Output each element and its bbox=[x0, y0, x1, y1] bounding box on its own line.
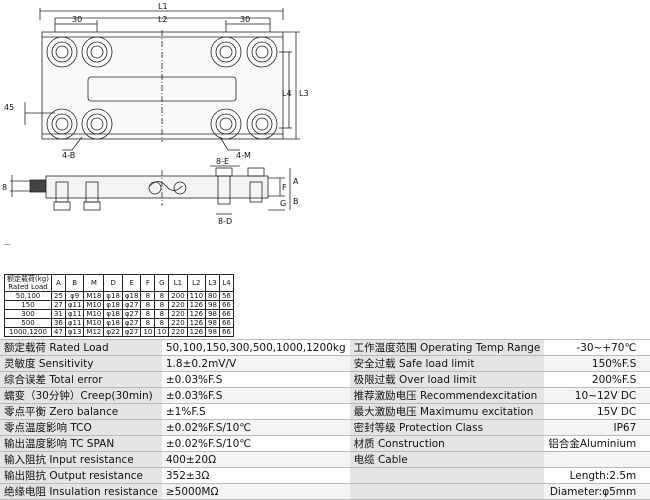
spec-name: 绝缘电阻 Insulation resistance bbox=[0, 483, 162, 500]
label-8-D: 8-D bbox=[218, 217, 232, 226]
spec-value: ±0.02%F.S/10℃ bbox=[161, 435, 350, 452]
dim-L1: L1 bbox=[158, 2, 168, 11]
col-header: B bbox=[64, 274, 85, 292]
label-8-E: 8-E bbox=[216, 157, 229, 166]
spec-value: IP67 bbox=[544, 419, 650, 436]
col-header: L1 bbox=[168, 274, 188, 292]
dim-30-left: 30 bbox=[72, 15, 82, 24]
dim-L3: L3 bbox=[299, 89, 309, 98]
spec-value: ±0.03%F.S bbox=[161, 387, 350, 404]
spec-name bbox=[349, 467, 545, 484]
dim-F: F bbox=[282, 183, 287, 192]
spec-value: ≥5000MΩ bbox=[161, 483, 350, 500]
dimension-table: 额定载荷(kg) Rated Load A B M D E F G L1 L2 … bbox=[4, 274, 234, 337]
dim-8: 8 bbox=[2, 183, 7, 192]
col-header: D bbox=[103, 274, 123, 292]
spec-row: 灵敏度 Sensitivity 1.8±0.2mV/V 安全过载 Safe lo… bbox=[0, 355, 650, 372]
spec-name: 输出温度影响 TC SPAN bbox=[0, 435, 162, 452]
col-header: L2 bbox=[186, 274, 207, 292]
spec-value: 150%F.S bbox=[544, 355, 650, 372]
label-4-M: 4-M bbox=[236, 151, 251, 160]
dim-30-right: 30 bbox=[240, 15, 250, 24]
spec-value: 铝合金Aluminium bbox=[544, 435, 650, 452]
technical-drawing: L1 L2 30 30 45 L4 L3 4-B 4-M 8-E 8-D F A… bbox=[2, 2, 309, 245]
spec-name: 材质 Construction bbox=[349, 435, 545, 452]
spec-name: 电缆 Cable bbox=[349, 451, 545, 468]
dim-G: G bbox=[280, 199, 286, 208]
spec-value: 15V DC bbox=[544, 403, 650, 420]
spec-value: 200%F.S bbox=[544, 371, 650, 388]
col-header: A bbox=[50, 274, 66, 292]
spec-value: Length:2.5m bbox=[544, 467, 650, 484]
spec-name: 零点平衡 Zero balance bbox=[0, 403, 162, 420]
spec-row: 综合误差 Total error ±0.03%F.S 极限过载 Over loa… bbox=[0, 371, 650, 388]
specification-table: 额定载荷 Rated Load 50,100,150,300,500,1000,… bbox=[0, 339, 650, 500]
spec-name: 安全过载 Safe load limit bbox=[349, 355, 545, 372]
col-header: L4 bbox=[218, 274, 234, 292]
dim-A: A bbox=[293, 177, 299, 186]
spec-name: 输入阻抗 Input resistance bbox=[0, 451, 162, 468]
spec-name: 推荐激励电压 Recommendexcitation bbox=[349, 387, 545, 404]
spec-value: 400±20Ω bbox=[161, 451, 350, 468]
dim-L4: L4 bbox=[282, 89, 292, 98]
col-header: G bbox=[154, 274, 170, 292]
spec-name: 工作温度范围 Operating Temp Range bbox=[349, 339, 545, 356]
spec-name: 综合误差 Total error bbox=[0, 371, 162, 388]
spec-value: 1.8±0.2mV/V bbox=[161, 355, 350, 372]
col-header: F bbox=[140, 274, 156, 292]
spec-value: ±0.03%F.S bbox=[161, 371, 350, 388]
spec-row: 零点温度影响 TCO ±0.02%F.S/10℃ 密封等级 Protection… bbox=[0, 419, 650, 436]
mounting-holes bbox=[46, 36, 278, 140]
spec-value: 352±3Ω bbox=[161, 467, 350, 484]
spec-name bbox=[349, 483, 545, 500]
spec-name: 最大激励电压 Maximumu excitation bbox=[349, 403, 545, 420]
spec-value: 50,100,150,300,500,1000,1200kg bbox=[161, 339, 350, 356]
spec-row: 零点平衡 Zero balance ±1%F.S 最大激励电压 Maximumu… bbox=[0, 403, 650, 420]
spec-name: 灵敏度 Sensitivity bbox=[0, 355, 162, 372]
spec-name: 零点温度影响 TCO bbox=[0, 419, 162, 436]
spec-value: Diameter:φ5mm bbox=[544, 483, 650, 500]
spec-row: 额定载荷 Rated Load 50,100,150,300,500,1000,… bbox=[0, 339, 650, 356]
spec-row: 输出阻抗 Output resistance 352±3Ω Length:2.5… bbox=[0, 467, 650, 484]
dim-B: B bbox=[293, 197, 299, 206]
spec-row: 蠕变（30分钟）Creep(30min) ±0.03%F.S 推荐激励电压 Re… bbox=[0, 387, 650, 404]
col-header: M bbox=[83, 274, 105, 292]
spec-row: 输出温度影响 TC SPAN ±0.02%F.S/10℃ 材质 Construc… bbox=[0, 435, 650, 452]
spec-name: 密封等级 Protection Class bbox=[349, 419, 545, 436]
spec-row: 绝缘电阻 Insulation resistance ≥5000MΩ Diame… bbox=[0, 483, 650, 500]
spec-value bbox=[544, 451, 650, 468]
spec-name: 极限过载 Over load limit bbox=[349, 371, 545, 388]
spec-name: 输出阻抗 Output resistance bbox=[0, 467, 162, 484]
spec-value: 10~12V DC bbox=[544, 387, 650, 404]
dim-L2: L2 bbox=[158, 15, 168, 24]
spec-value: ±1%F.S bbox=[161, 403, 350, 420]
spec-value: -30~+70℃ bbox=[544, 339, 650, 356]
label-4-B: 4-B bbox=[62, 151, 75, 160]
spec-name: 额定载荷 Rated Load bbox=[0, 339, 162, 356]
col-header: L3 bbox=[205, 274, 220, 292]
spec-name: 蠕变（30分钟）Creep(30min) bbox=[0, 387, 162, 404]
table-header-row: 额定载荷(kg) Rated Load A B M D E F G L1 L2 … bbox=[4, 274, 234, 292]
rated-load-header: 额定载荷(kg) Rated Load bbox=[4, 274, 52, 292]
spec-value: ±0.02%F.S/10℃ bbox=[161, 419, 350, 436]
col-header: E bbox=[121, 274, 142, 292]
dim-45: 45 bbox=[4, 103, 14, 112]
spec-row: 输入阻抗 Input resistance 400±20Ω 电缆 Cable bbox=[0, 451, 650, 468]
